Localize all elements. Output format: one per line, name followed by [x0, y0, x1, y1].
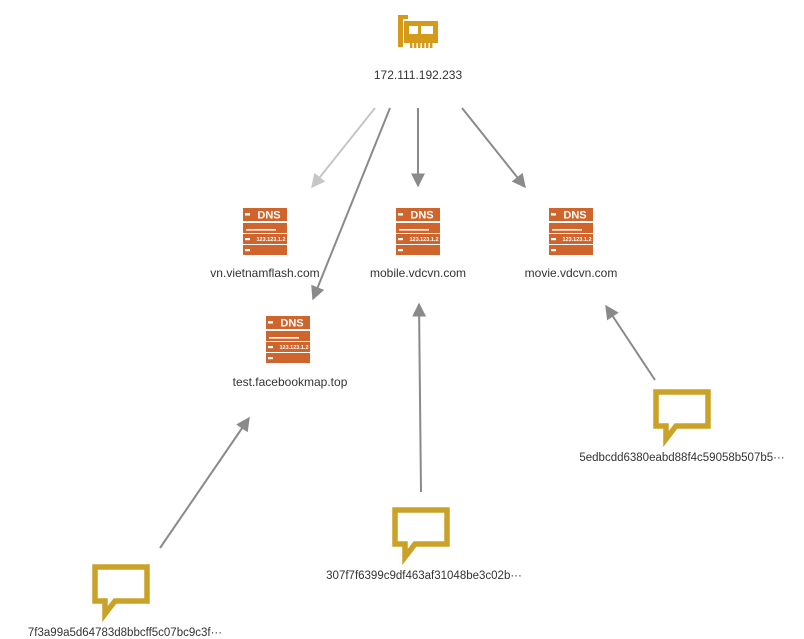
node-label-c1: 5edbcdd6380eabd88f4c59058b507b5···: [579, 452, 785, 464]
svg-text:123.123.1.2: 123.123.1.2: [279, 345, 308, 351]
svg-text:123.123.1.2: 123.123.1.2: [409, 237, 438, 243]
svg-text:DNS: DNS: [563, 210, 586, 222]
svg-text:DNS: DNS: [280, 318, 303, 330]
comment-icon[interactable]: [392, 507, 450, 566]
dns-server-icon[interactable]: DNS 123.123.1.2: [549, 208, 593, 255]
svg-text:123.123.1.2: 123.123.1.2: [256, 237, 285, 243]
edge-c2-dns2: [412, 302, 427, 493]
dns-server-icon[interactable]: DNS 123.123.1.2: [243, 208, 287, 255]
edge-ip-dns4: [311, 107, 391, 301]
edge-ip-dns3: [461, 107, 526, 189]
svg-text:123.123.1.2: 123.123.1.2: [562, 237, 591, 243]
node-label-dns2: mobile.vdcvn.com: [369, 266, 467, 280]
edge-c3-dns4: [159, 416, 250, 549]
dns-server-icon[interactable]: DNS 123.123.1.2: [266, 316, 310, 363]
node-label-c3: 7f3a99a5d64783d8bbcff5c07bc9c3f···: [27, 627, 223, 639]
node-label-ip: 172.111.192.233: [373, 68, 463, 82]
edge-c1-dns3: [605, 304, 656, 381]
node-label-dns3: movie.vdcvn.com: [524, 266, 618, 280]
node-label-c2: 307f7f6399c9df463af31048be3c02b···: [326, 570, 522, 582]
svg-text:DNS: DNS: [257, 210, 280, 222]
node-label-dns4: test.facebookmap.top: [232, 375, 348, 389]
edge-ip-dns1: [311, 107, 376, 189]
dns-server-icon[interactable]: DNS 123.123.1.2: [396, 208, 440, 255]
network-card-icon[interactable]: [398, 15, 438, 48]
comment-icon[interactable]: [92, 564, 150, 623]
comment-icon[interactable]: [653, 389, 711, 448]
node-label-dns1: vn.vietnamflash.com: [210, 266, 320, 280]
svg-text:DNS: DNS: [410, 210, 433, 222]
